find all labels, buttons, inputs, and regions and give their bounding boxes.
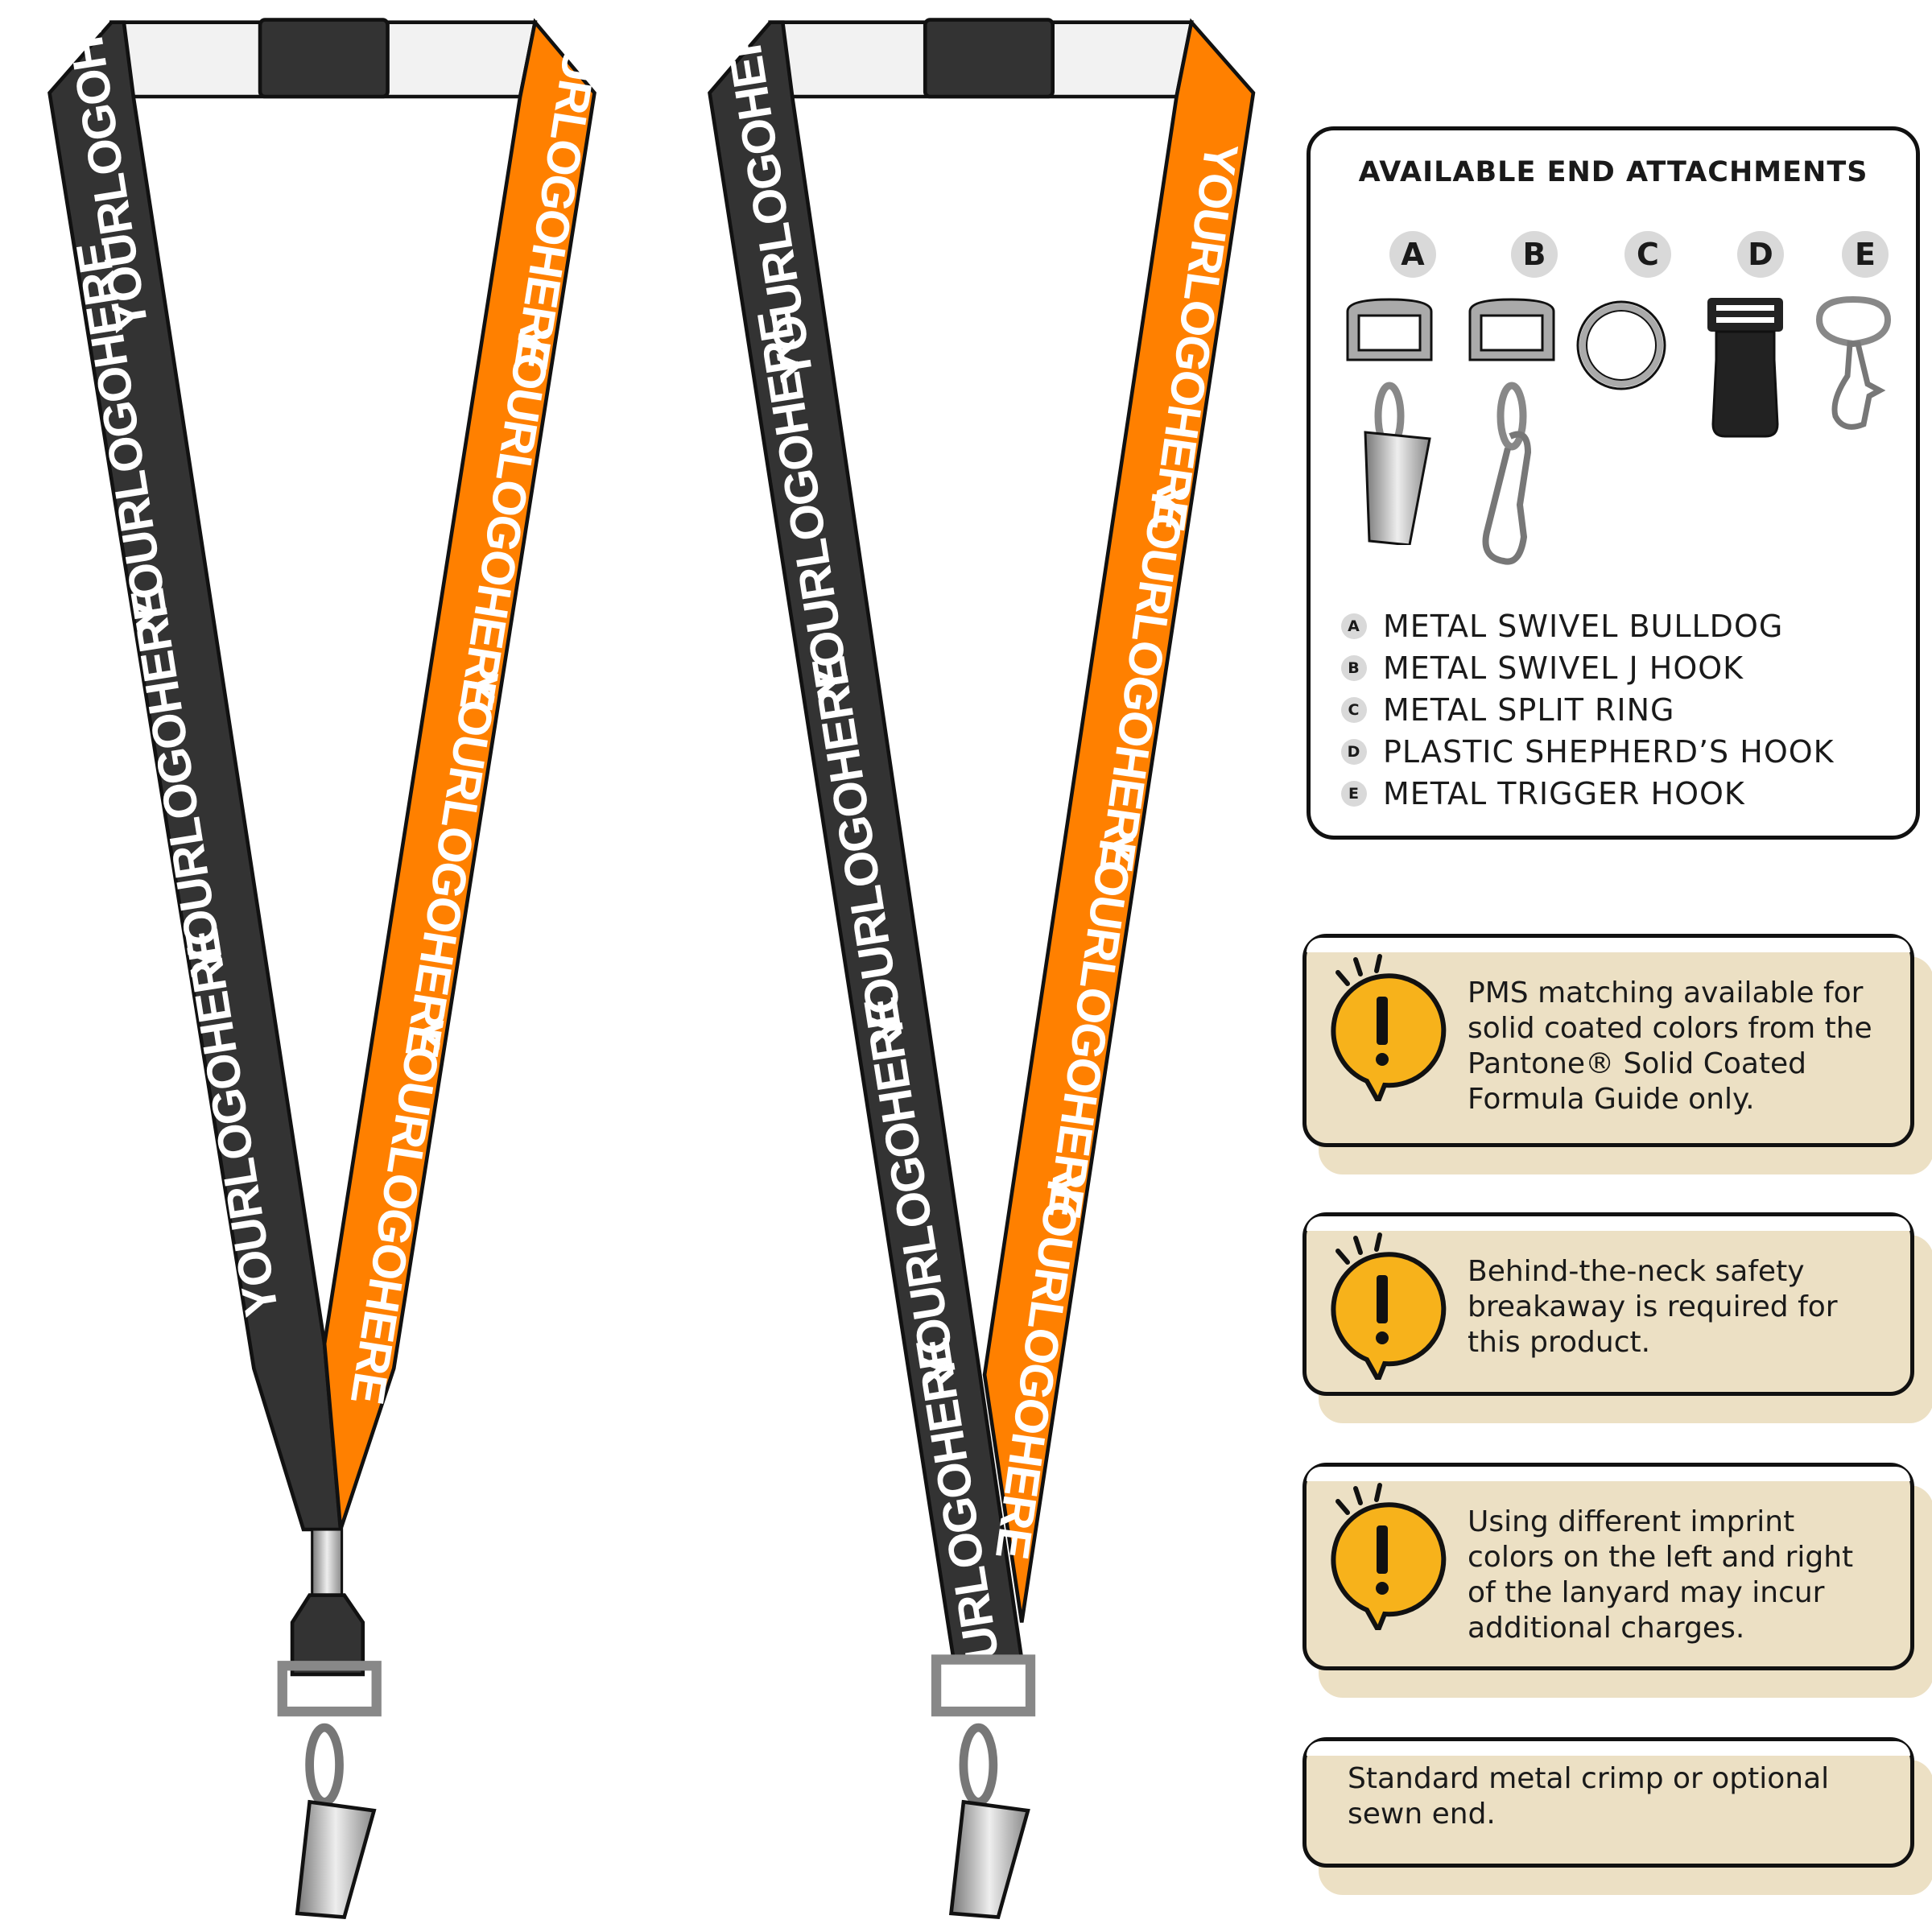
lanyard-double-end: YOURLOGOHERE YOURLOGOHERE YOURLOGOHERE Y… <box>708 0 1256 1919</box>
swivel-loop <box>959 1723 998 1806</box>
badge-e: E <box>1842 231 1889 278</box>
note-text: Standard metal crimp or optional sewn en… <box>1348 1762 1830 1831</box>
swivel-loop <box>305 1723 344 1806</box>
right-strap-orange <box>322 18 597 1530</box>
right-strap-orange <box>982 18 1256 1623</box>
swivel-j-hook-icon <box>1468 298 1555 565</box>
panel-title: AVAILABLE END ATTACHMENTS <box>1358 156 1868 188</box>
breakaway-clip <box>258 18 390 99</box>
breakaway-clip <box>923 18 1055 99</box>
d-ring <box>931 1654 1036 1717</box>
warning-icon <box>1331 1232 1447 1380</box>
lanyard-single-end: YOURLOGOHERE YOURLOGOHERE YOURLOGOHERE Y… <box>46 0 617 1919</box>
crimp-tab <box>290 1593 365 1677</box>
note-crimp: Standard metal crimp or optional sewn en… <box>1302 1737 1932 1895</box>
trigger-hook-icon <box>1815 295 1892 430</box>
badge-d: D <box>1737 231 1784 278</box>
swivel-bulldog-clip-icon <box>1346 298 1433 545</box>
metal-crimp <box>311 1528 344 1600</box>
note-text: Behind-the-neck safety breakaway is requ… <box>1468 1255 1838 1359</box>
d-ring <box>277 1661 382 1717</box>
split-ring-icon <box>1576 300 1666 390</box>
warning-icon <box>1331 1483 1447 1630</box>
note-imprint-colors: Using different imprint colors on the le… <box>1302 1463 1932 1698</box>
badge-a: A <box>1389 231 1436 278</box>
badge-b: B <box>1511 231 1558 278</box>
bulldog-clip <box>948 1799 1030 1919</box>
note-pms-matching: PMS matching available for solid coated … <box>1302 934 1932 1174</box>
note-text: Using different imprint colors on the le… <box>1468 1505 1854 1645</box>
bulldog-clip <box>295 1799 377 1919</box>
badge-c: C <box>1624 231 1671 278</box>
lanyard-illustrations: YOURLOGOHERE YOURLOGOHERE YOURLOGOHERE Y… <box>46 0 1256 1919</box>
shepherd-hook-icon <box>1707 298 1783 438</box>
warning-icon <box>1331 954 1447 1101</box>
note-text: PMS matching available for solid coated … <box>1468 976 1872 1116</box>
note-breakaway: Behind-the-neck safety breakaway is requ… <box>1302 1212 1932 1423</box>
